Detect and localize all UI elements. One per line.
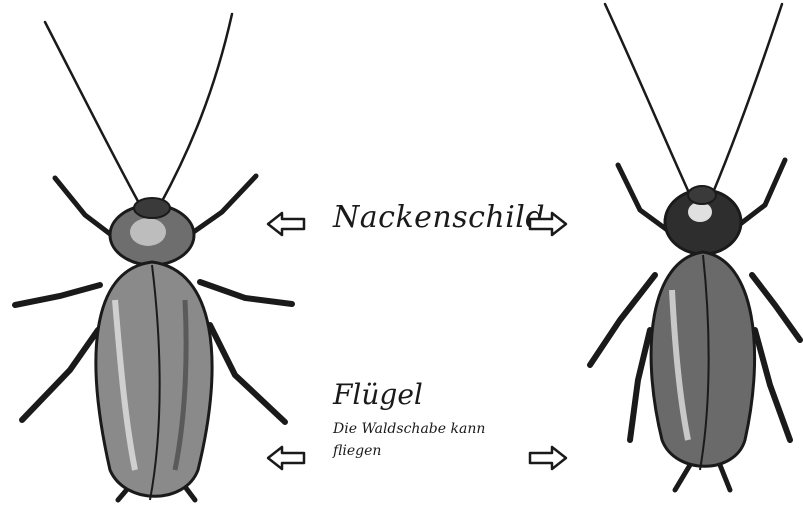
r-leg-hind-left xyxy=(630,330,650,440)
pronotum-label: Nackenschild xyxy=(333,200,545,235)
r-cercus-left xyxy=(675,465,690,490)
wings-caption: Die Waldschabe kann fliegen xyxy=(333,418,533,462)
right-head xyxy=(688,186,716,204)
leg-mid-right xyxy=(200,282,292,304)
left-outline-arrow-icon xyxy=(266,210,306,238)
left-outline-arrow-icon xyxy=(266,444,306,472)
left-head xyxy=(134,198,170,218)
leg-hind-left xyxy=(22,330,98,420)
left-wings xyxy=(96,262,212,496)
left-antenna xyxy=(45,22,140,205)
r-leg-mid-right xyxy=(752,275,800,340)
right-outline-arrow-icon xyxy=(528,444,568,472)
right-outline-arrow-icon xyxy=(528,210,568,238)
r-leg-hind-right xyxy=(755,330,790,440)
leg-hind-right xyxy=(210,325,285,422)
r-cercus-right xyxy=(720,465,730,490)
leg-front-left xyxy=(55,178,118,240)
right-pronotum-highlight xyxy=(688,202,712,222)
leg-mid-left xyxy=(15,285,100,305)
r-leg-front-left xyxy=(618,165,670,232)
right-right-antenna xyxy=(712,4,782,195)
pronotum-highlight xyxy=(130,218,166,246)
wings-label: Flügel xyxy=(333,378,423,411)
right-wings xyxy=(651,252,755,466)
r-leg-front-right xyxy=(735,160,785,228)
right-antenna xyxy=(160,14,232,205)
leg-front-right xyxy=(185,176,256,238)
